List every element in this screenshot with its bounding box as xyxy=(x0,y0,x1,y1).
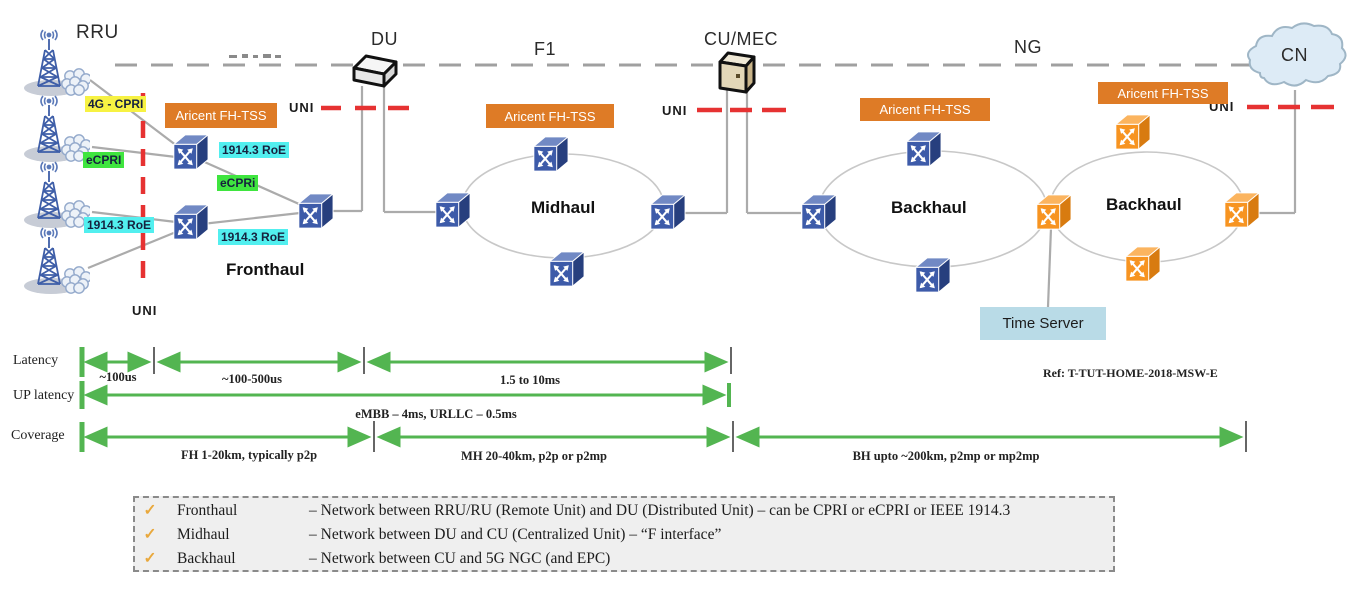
segment-title-backhaul-1: Backhaul xyxy=(891,198,967,217)
checkmark-icon: ✓ xyxy=(143,501,157,519)
legend-definition: – Network between DU and CU (Centralized… xyxy=(309,525,722,543)
segment-title-backhaul-2: Backhaul xyxy=(1106,195,1182,214)
coverage-value: BH upto ~200km, p2mp or mp2mp xyxy=(852,449,1040,463)
legend-term: Backhaul xyxy=(177,549,236,567)
up-latency-value: eMBB – 4ms, URLLC – 0.5ms xyxy=(355,407,517,421)
legend-term: Midhaul xyxy=(177,525,230,543)
legend-item-fronthaul: ✓ Fronthaul – Network between RRU/RU (Re… xyxy=(135,499,1113,522)
node-label-f1: F1 xyxy=(534,39,557,59)
cell-tower-icon xyxy=(23,95,90,163)
switch-icon xyxy=(548,250,586,288)
legend-item-midhaul: ✓ Midhaul – Network between DU and CU (C… xyxy=(135,523,1113,546)
switch-icon xyxy=(914,256,952,294)
switch-icon xyxy=(532,135,570,173)
cu-mec-box-icon xyxy=(718,51,756,94)
segment-title-fronthaul: Fronthaul xyxy=(226,260,305,279)
link-tag-ecpri: eCPRI xyxy=(83,152,125,168)
latency-value: ~100-500us xyxy=(222,372,282,386)
aricent-fh-tss-box: Aricent FH-TSS xyxy=(860,98,990,121)
segment-title-midhaul: Midhaul xyxy=(531,198,596,217)
uni-demarcation-lines xyxy=(140,93,1334,287)
coverage-row-label: Coverage xyxy=(11,428,65,443)
metric-arrows xyxy=(79,347,1247,452)
reference-text: Ref: T-TUT-HOME-2018-MSW-E xyxy=(1043,366,1218,380)
node-label-du: DU xyxy=(371,29,398,49)
link-tag-1914-roe: 1914.3 RoE xyxy=(84,217,155,233)
uni-label: UNI xyxy=(132,303,158,318)
switch-icon xyxy=(172,203,210,241)
switch-icon xyxy=(434,191,472,229)
switch-icon xyxy=(649,193,687,231)
clipped-text-fragment xyxy=(229,54,281,58)
legend-box: ✓ Fronthaul – Network between RRU/RU (Re… xyxy=(133,496,1115,572)
node-label-cu-mec: CU/MEC xyxy=(704,29,778,49)
rru-towers xyxy=(23,29,90,295)
switch-icon xyxy=(1124,245,1162,283)
cell-tower-icon xyxy=(23,227,90,295)
cn-cloud-icon xyxy=(1247,22,1347,87)
latency-row-label: Latency xyxy=(13,353,59,368)
node-label-rru: RRU xyxy=(76,22,119,43)
checkmark-icon: ✓ xyxy=(143,525,157,543)
legend-definition: – Network between RRU/RU (Remote Unit) a… xyxy=(309,501,1011,519)
cell-tower-icon xyxy=(23,161,90,229)
link-tag-1914-roe: 1914.3 RoE xyxy=(219,142,290,158)
du-box-icon xyxy=(352,54,398,88)
link-tag-1914-roe: 1914.3 RoE xyxy=(218,229,289,245)
switch-icon xyxy=(800,193,838,231)
uni-label: UNI xyxy=(289,100,315,115)
node-label-cn: CN xyxy=(1281,45,1308,65)
coverage-value: MH 20-40km, p2p or p2mp xyxy=(461,449,607,463)
latency-value: 1.5 to 10ms xyxy=(499,373,561,387)
aricent-fh-tss-box: Aricent FH-TSS xyxy=(486,104,614,128)
aricent-fh-tss-box: Aricent FH-TSS xyxy=(1098,82,1228,104)
legend-term: Fronthaul xyxy=(177,501,238,519)
legend-definition: – Network between CU and 5G NGC (and EPC… xyxy=(309,549,611,567)
connection-lines xyxy=(87,79,1297,308)
legend-item-backhaul: ✓ Backhaul – Network between CU and 5G N… xyxy=(135,547,1113,570)
switch-icon xyxy=(1035,193,1073,231)
switch-icon xyxy=(1223,191,1261,229)
switch-icon xyxy=(172,133,210,171)
time-server-box: Time Server xyxy=(980,307,1106,340)
checkmark-icon: ✓ xyxy=(143,549,157,567)
switch-icon xyxy=(905,130,943,168)
node-label-ng: NG xyxy=(1014,37,1042,57)
latency-value: ~100us xyxy=(99,370,137,384)
uni-label: UNI xyxy=(662,103,688,118)
link-tag-4g-cpri: 4G - CPRI xyxy=(85,96,147,112)
link-tag-ecpri: eCPRi xyxy=(217,175,259,191)
coverage-value: FH 1-20km, typically p2p xyxy=(180,448,318,462)
aricent-fh-tss-box: Aricent FH-TSS xyxy=(165,103,277,128)
switch-icon xyxy=(1114,113,1152,151)
up-latency-row-label: UP latency xyxy=(13,388,75,403)
switch-icon xyxy=(297,192,335,230)
